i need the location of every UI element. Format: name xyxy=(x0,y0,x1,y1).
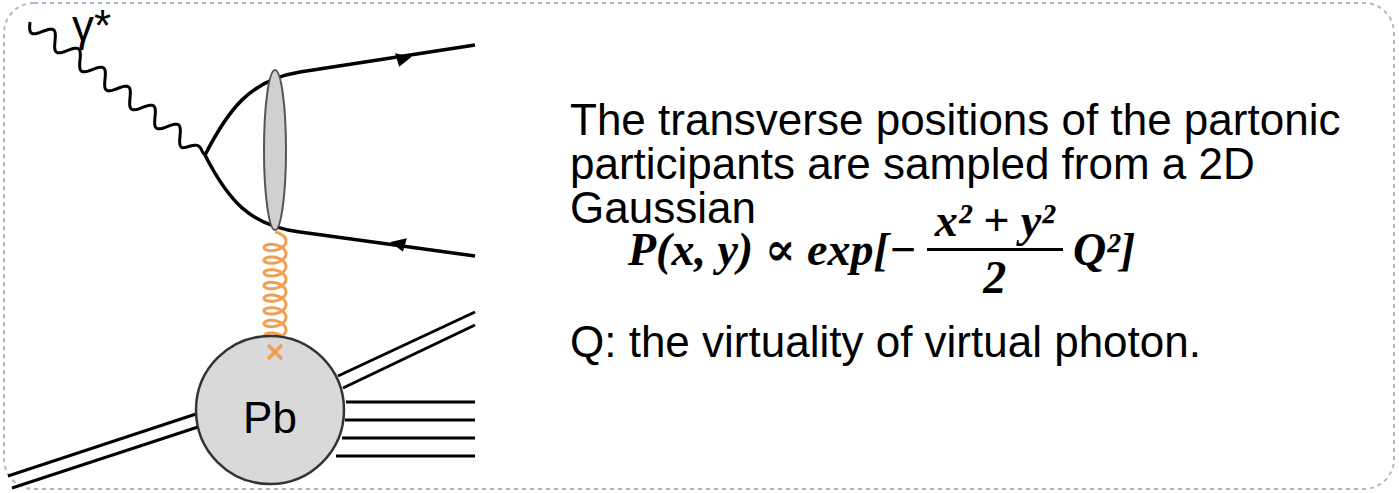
cross-stroke xyxy=(268,345,282,359)
formula-part: Q²] xyxy=(1073,225,1135,275)
fraction-denominator-text: 2 xyxy=(983,253,1006,303)
photon-symbol: γ* xyxy=(72,2,111,50)
remnant-line xyxy=(342,437,475,440)
beam-line xyxy=(338,312,475,376)
cross-stroke xyxy=(268,345,282,359)
beam-line xyxy=(343,325,475,388)
formula-part: P(x, y) ∝ exp[− xyxy=(628,225,917,275)
description-text: The transverse positions of the partonic… xyxy=(570,98,1390,230)
quark-line xyxy=(205,45,475,155)
formula-left: P(x, y) ∝ exp[− xyxy=(628,225,917,275)
quark-arrow xyxy=(395,51,413,67)
antiquark-arrow xyxy=(389,236,407,252)
remnant-line xyxy=(345,419,475,422)
remnant-line xyxy=(346,401,475,404)
photon-wave xyxy=(30,22,205,155)
beam-line xyxy=(12,427,198,488)
vertex-ellipse xyxy=(264,70,286,230)
gluon-spring xyxy=(264,232,286,352)
remnant-line xyxy=(336,455,475,458)
fraction-denominator: 2 xyxy=(983,251,1006,303)
fraction-numerator-text: x² + y² xyxy=(935,196,1055,246)
antiquark-line xyxy=(205,155,475,256)
formula-right: Q²] xyxy=(1073,225,1135,275)
dashed-frame xyxy=(4,3,1394,489)
fraction: x² + y² 2 xyxy=(927,196,1063,303)
nucleus-label: Pb xyxy=(194,394,346,442)
beam-line xyxy=(8,414,196,476)
fraction-numerator: x² + y² xyxy=(927,196,1063,251)
nucleus-circle: Pb xyxy=(194,334,346,486)
note-text: Q: the virtuality of virtual photon. xyxy=(570,320,1201,364)
